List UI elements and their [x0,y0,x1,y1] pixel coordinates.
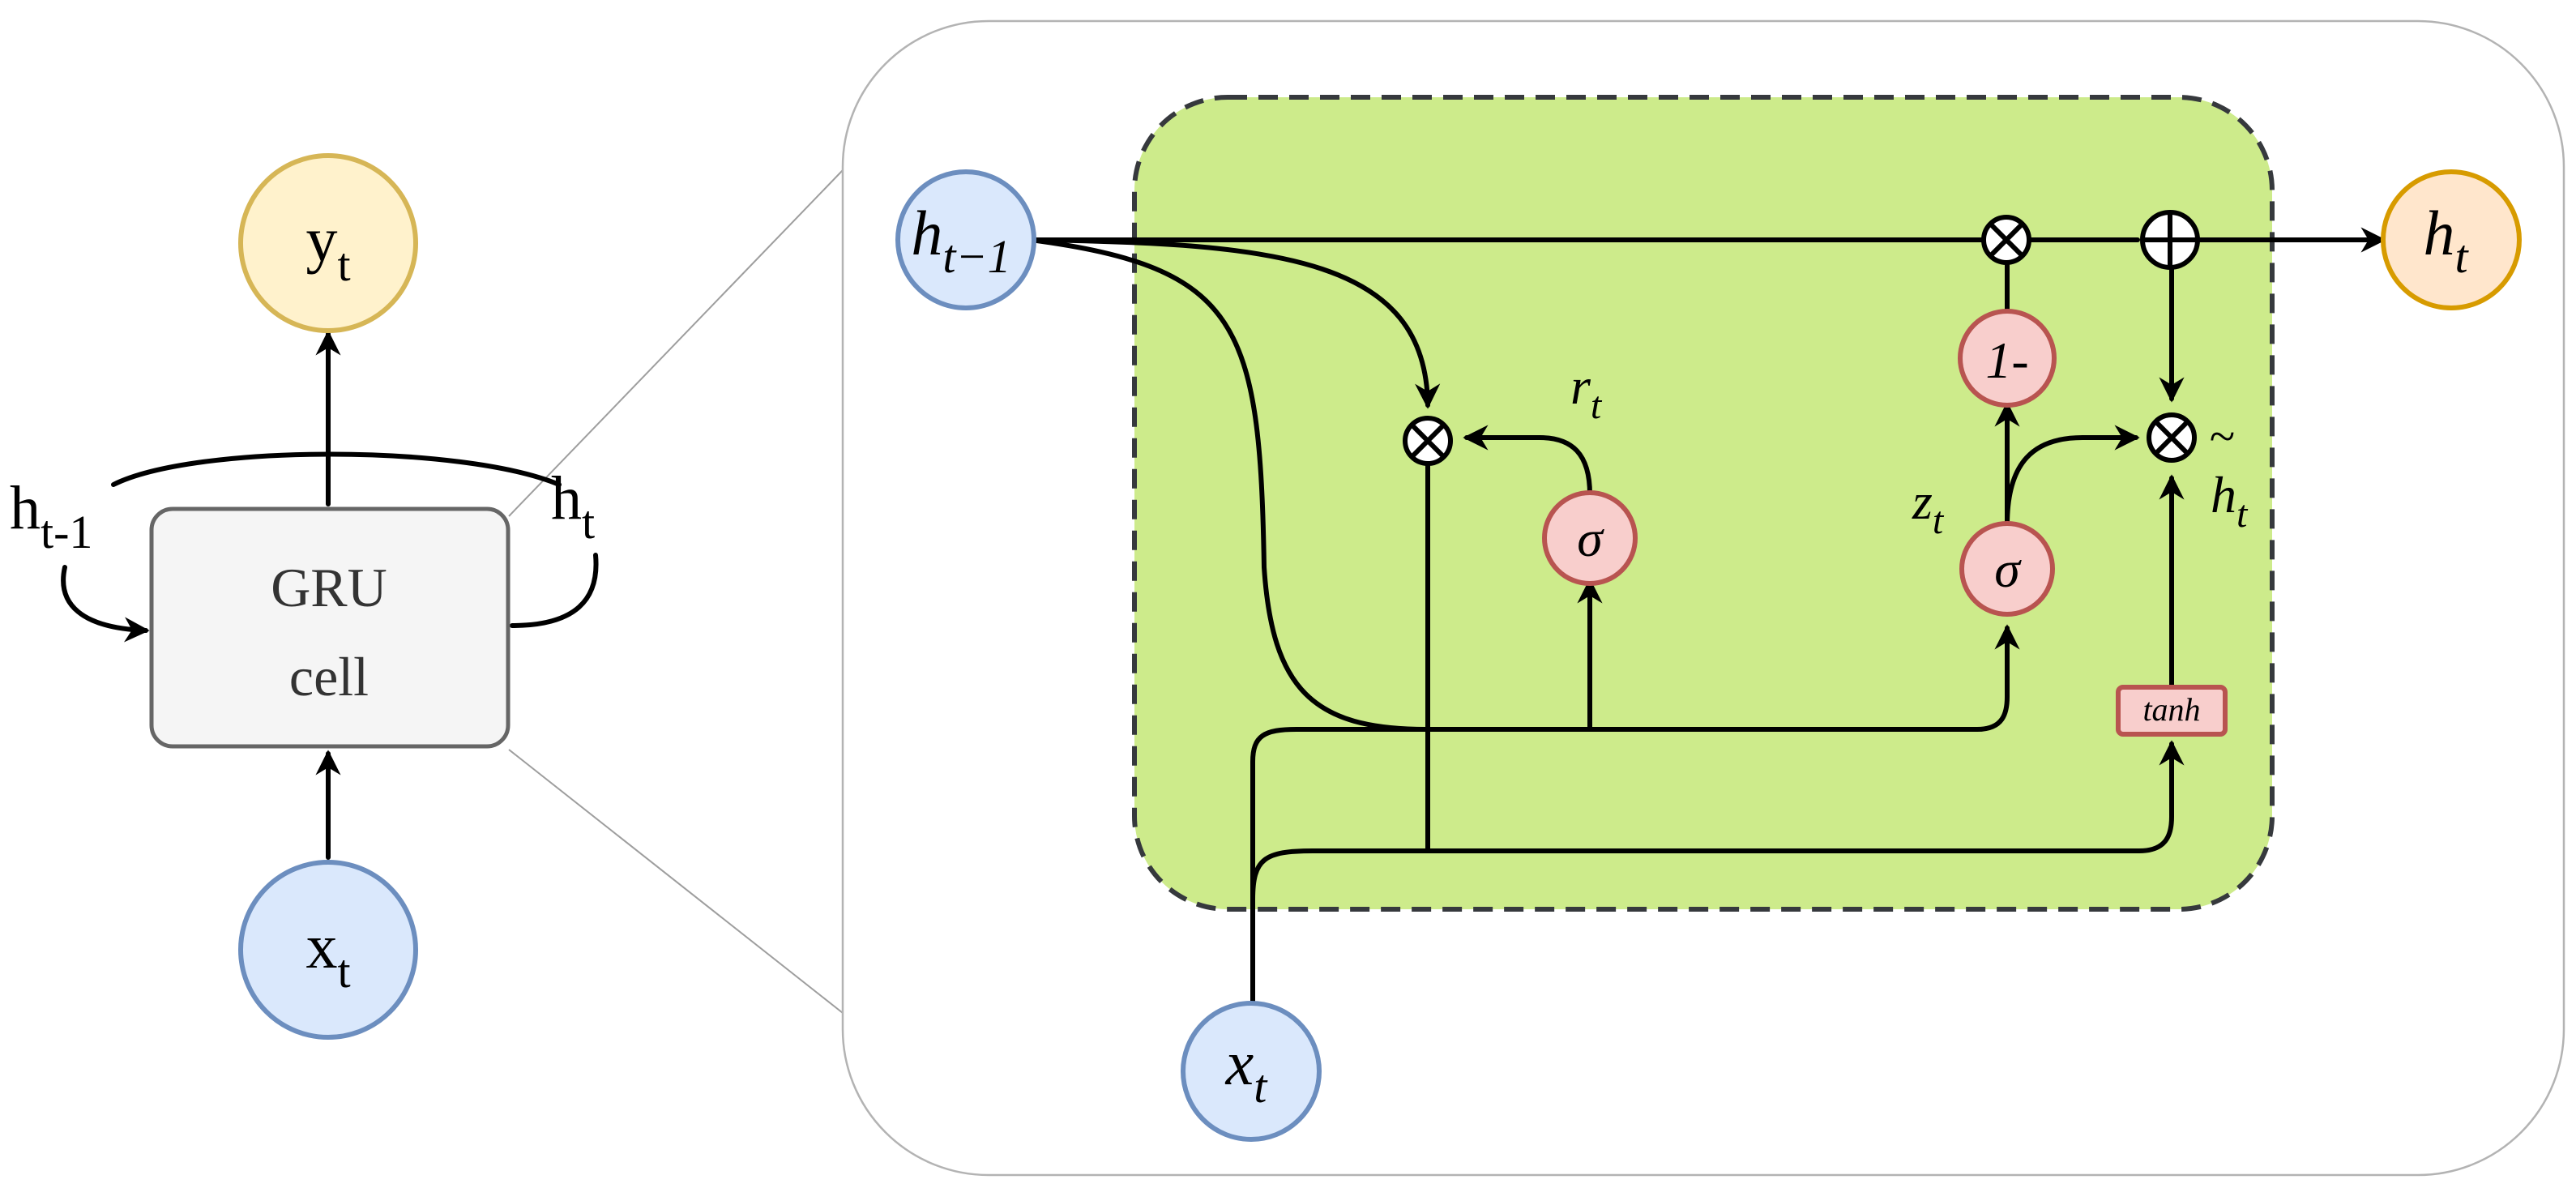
detail-input-label: xt [1225,1028,1269,1113]
reset-gate-sigma: σ [1577,510,1604,567]
input-node-circle [238,860,418,1040]
bus-to-update-gate-arrow [1975,624,2020,732]
prev-hidden-label: ht−1 [911,198,1010,283]
recurrent-arc [111,451,562,487]
candidate-accent: ~ [2209,410,2234,463]
output-hidden-label: ht [2423,198,2469,283]
reset-gate-circle [1542,490,1638,586]
update-gate-to-candidate-mul-arrow [2005,425,2140,528]
compact-gru-view: GRU cell yt xt ht-1 ht [10,153,844,1040]
candidate-label: ~ ht [2209,410,2249,536]
reset-gate-to-mul-arrow [1463,425,1592,497]
input-to-tanh-arrow [1250,740,2185,902]
input-to-bus-path [1250,727,1319,1006]
prev-state-in-arrow [61,565,150,643]
reset-gate-node: σ [1542,490,1638,586]
zoom-guide-line-top [508,169,844,517]
reset-multiply-node [1403,416,1453,466]
wiring [1028,227,2386,1006]
output-node-label: yt [305,204,350,291]
prev-hidden-node: ht−1 [895,169,1036,310]
candidate-multiply-node [2147,412,2197,463]
zoom-guide-line-bottom [508,749,844,1014]
cell-internals-region [1132,95,2275,912]
candidate-label-text: ht [2211,466,2249,536]
gru-cell-label-line1: GRU [271,557,387,618]
prev-hidden-circle [895,169,1036,310]
one-minus-node: 1- [1958,309,2057,408]
gru-cell-rect [149,506,511,749]
prev-hidden-to-bus-curve [1028,237,1429,732]
output-node-circle [238,153,418,333]
keep-multiply-icon [1989,223,2023,257]
reset-gate-label: rt [1570,357,1603,427]
candidate-multiply-icon [2155,421,2189,455]
detailed-gru-view: σ σ 1- tanh ht−1 ht xt [841,19,2565,1177]
input-node-xt: xt [238,860,418,1040]
output-hidden-node: ht [2381,169,2522,310]
add-icon [2142,212,2198,267]
next-state-label: ht [551,464,595,549]
detail-input-node: xt [1181,1001,1322,1142]
reset-multiply-icon [1411,424,1445,458]
add-node [2140,210,2200,270]
output-node-yt: yt [238,153,418,333]
keep-multiply-node [1981,215,2031,265]
gru-cell-box: GRU cell [149,506,511,749]
one-minus-label: 1- [1985,331,2028,389]
tanh-label: tanh [2142,691,2200,728]
prev-state-label: ht-1 [10,474,92,558]
update-gate-circle [1959,521,2055,617]
detail-input-circle [1181,1001,1322,1142]
tanh-box [2116,685,2228,737]
prev-hidden-to-reset-mul-arrow [1028,237,1441,409]
tanh-node: tanh [2116,685,2228,737]
update-gate-sigma: σ [1994,541,2022,598]
next-state-out-curve [510,553,599,628]
input-node-label: xt [305,911,350,998]
output-hidden-circle [2381,169,2522,310]
update-gate-node: σ [1959,521,2055,617]
gru-cell-label-line2: cell [289,646,369,707]
one-minus-circle [1958,309,2057,408]
update-gate-label: zt [1912,472,1945,542]
